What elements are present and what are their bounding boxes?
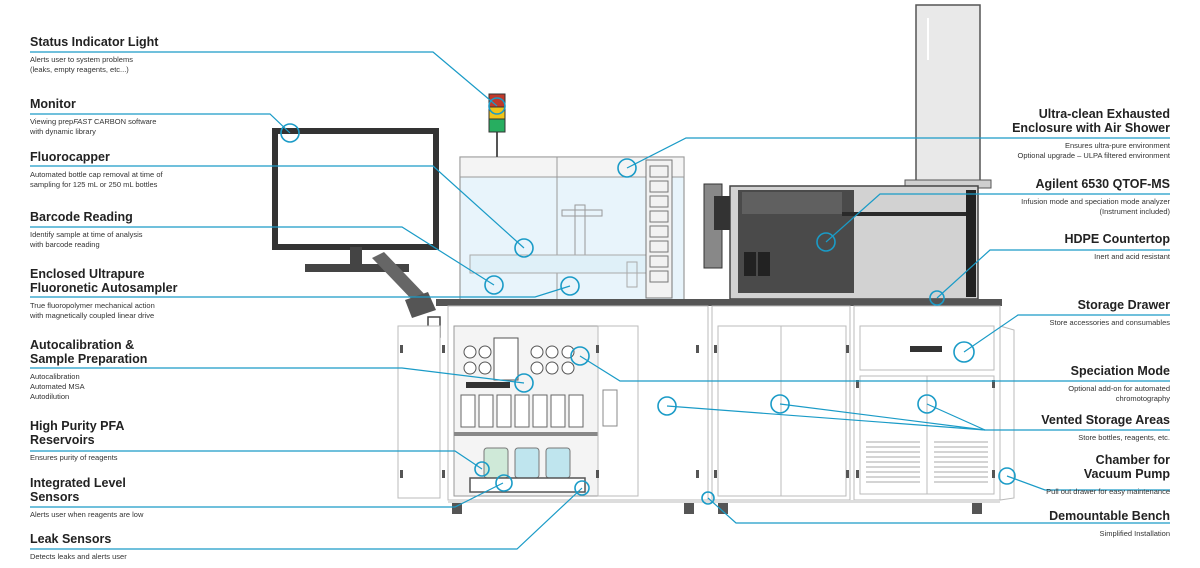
callout-description: Alerts user to system problems(leaks, em… <box>30 55 133 74</box>
callout-title: Speciation Mode <box>1070 364 1170 378</box>
callout-chamber-vacuum-pump: Chamber for Vacuum Pump Pull out drawer … <box>920 453 1170 497</box>
qtof-end-cap <box>966 190 976 297</box>
callout-title: Demountable Bench <box>1049 509 1170 523</box>
callout-leak-sensors: Leak Sensors Detects leaks and alerts us… <box>30 532 280 562</box>
callout-description: Store bottles, reagents, etc. <box>1078 433 1170 442</box>
bottle-row <box>460 394 584 428</box>
drawer-handle <box>910 346 942 352</box>
status-light-yellow <box>488 106 506 120</box>
callout-title: Status Indicator Light <box>30 35 159 49</box>
reservoir-2 <box>514 447 540 479</box>
monitor-screen <box>272 128 439 250</box>
callout-description: Inert and acid resistant <box>1094 252 1170 261</box>
qtof-stripe <box>842 212 974 216</box>
monitor-arm <box>372 252 430 306</box>
leak-tray <box>469 477 586 493</box>
callout-description: Alerts user when reagents are low <box>30 510 144 519</box>
callout-storage-drawer: Storage Drawer Store accessories and con… <box>920 298 1170 328</box>
callout-vented-storage-areas: Vented Storage Areas Store bottles, reag… <box>920 413 1170 443</box>
enclosure-top <box>459 156 685 178</box>
callout-title: Integrated Level Sensors <box>30 476 126 504</box>
ion-source-head <box>714 196 730 230</box>
callout-title: Barcode Reading <box>30 210 133 224</box>
callout-description: Ensures purity of reagents <box>30 453 118 462</box>
speciation-door <box>597 325 639 497</box>
callout-title: Fluorocapper <box>30 150 110 164</box>
exhaust-stack <box>915 4 981 184</box>
callout-title: Monitor <box>30 97 76 111</box>
status-light-green <box>488 118 506 133</box>
pump-strip <box>466 382 510 388</box>
callout-title: Leak Sensors <box>30 532 112 546</box>
bench-feet <box>452 500 982 514</box>
bench-base <box>448 500 1000 503</box>
qtof-slot-right <box>758 252 770 276</box>
monitor-mount <box>405 292 436 318</box>
callout-title: Enclosed Ultrapure Fluoronetic Autosampl… <box>30 267 178 295</box>
callout-high-purity-pfa-reservoirs: High Purity PFA Reservoirs Ensures purit… <box>30 419 280 463</box>
callout-description: Simplified Installation <box>1099 529 1170 538</box>
callout-description: Infusion mode and speciation mode analyz… <box>1021 197 1170 216</box>
valve-panel <box>463 337 575 381</box>
callout-title: High Purity PFA Reservoirs <box>30 419 125 447</box>
door-handles <box>400 345 995 478</box>
callout-monitor: Monitor Viewing prepFAST CARBON software… <box>30 97 280 137</box>
callout-title: Autocalibration & Sample Preparation <box>30 338 148 366</box>
callout-title: HDPE Countertop <box>1064 232 1170 246</box>
callout-integrated-level-sensors: Integrated Level Sensors Alerts user whe… <box>30 476 280 520</box>
middle-cabinet-doors <box>717 325 847 497</box>
callout-description: Detects leaks and alerts user <box>30 552 127 561</box>
qtof-top-panel <box>742 192 842 214</box>
callout-autocalibration: Autocalibration & Sample Preparation Aut… <box>30 338 280 402</box>
bay-shelf <box>454 432 598 436</box>
callout-speciation-mode: Speciation Mode Optional add-on for auto… <box>920 364 1170 404</box>
callout-title: Chamber for Vacuum Pump <box>1083 453 1170 481</box>
callout-demountable-bench: Demountable Bench Simplified Installatio… <box>920 509 1170 539</box>
callout-markers <box>280 97 1016 505</box>
callout-fluorocapper: Fluorocapper Automated bottle cap remova… <box>30 150 280 190</box>
sample-rack <box>469 254 671 274</box>
callout-ultra-clean-enclosure: Ultra-clean Exhausted Enclosure with Air… <box>920 107 1170 161</box>
left-door <box>397 325 441 499</box>
monitor-foot <box>305 264 409 272</box>
callout-title: Agilent 6530 QTOF-MS <box>1035 177 1170 191</box>
callout-title: Vented Storage Areas <box>1041 413 1170 427</box>
vacuum-chamber-panel <box>999 325 1015 501</box>
callout-status-indicator-light: Status Indicator Light Alerts user to sy… <box>30 35 280 75</box>
sample-bottle <box>626 261 638 288</box>
callout-title: Ultra-clean Exhausted Enclosure with Air… <box>1012 107 1170 135</box>
speciation-module <box>602 389 618 427</box>
hdpe-countertop <box>436 299 1002 306</box>
callout-barcode-reading: Barcode Reading Identify sample at time … <box>30 210 280 250</box>
vent-grille <box>866 441 988 483</box>
callout-hdpe-countertop: HDPE Countertop Inert and acid resistant <box>920 232 1170 262</box>
leader-lines <box>30 51 1170 550</box>
qtof-slot-left <box>744 252 756 276</box>
probe-rail <box>561 209 603 217</box>
callout-agilent-qtof: Agilent 6530 QTOF-MS Infusion mode and s… <box>920 177 1170 217</box>
reservoir-3 <box>545 447 571 479</box>
callout-description: Store accessories and consumables <box>1049 318 1170 327</box>
callout-description: Pull out drawer for easy maintenance <box>1046 487 1170 496</box>
callout-enclosed-ultrapure-autosampler: Enclosed Ultrapure Fluoronetic Autosampl… <box>30 267 280 321</box>
callout-title: Storage Drawer <box>1077 298 1170 312</box>
monitor-neck <box>350 247 362 264</box>
